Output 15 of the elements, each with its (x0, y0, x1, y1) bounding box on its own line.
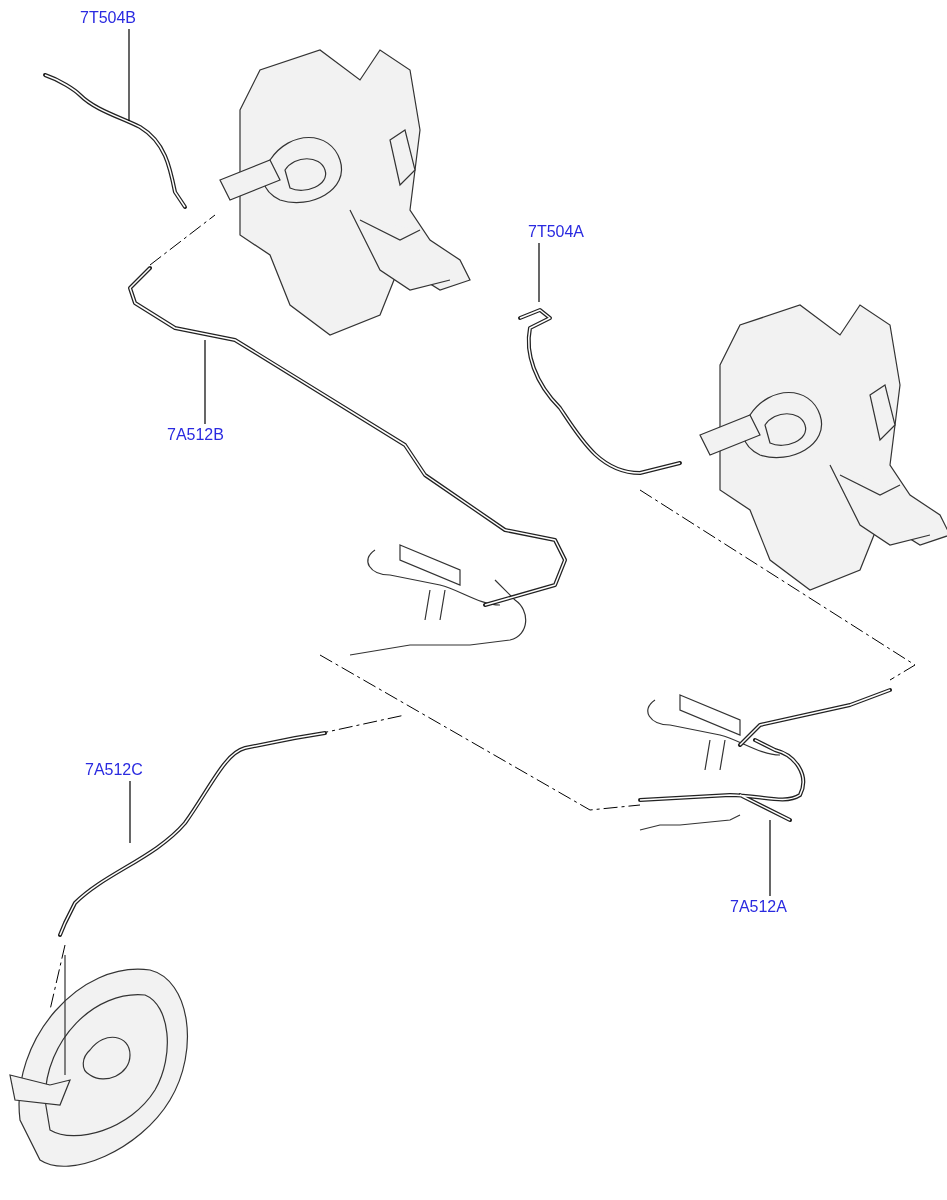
leader-line (129, 780, 131, 844)
hydraulic-pipe (58, 731, 327, 937)
part-number: 7T504B (80, 8, 137, 28)
leader-line (204, 339, 206, 425)
part-number: 7A512B (167, 425, 224, 445)
hydraulic-pipe (128, 266, 567, 607)
hydraulic-pipe (638, 688, 892, 822)
part-number: 7A512A (730, 897, 787, 917)
part-number: 7A512C (85, 760, 143, 780)
hydraulic-pipe (43, 73, 187, 209)
leader-line (538, 242, 540, 303)
leader-line (128, 28, 130, 122)
leader-line (769, 819, 771, 897)
part-number: 7T504A (528, 222, 585, 242)
hydraulic-pipe (518, 308, 682, 475)
